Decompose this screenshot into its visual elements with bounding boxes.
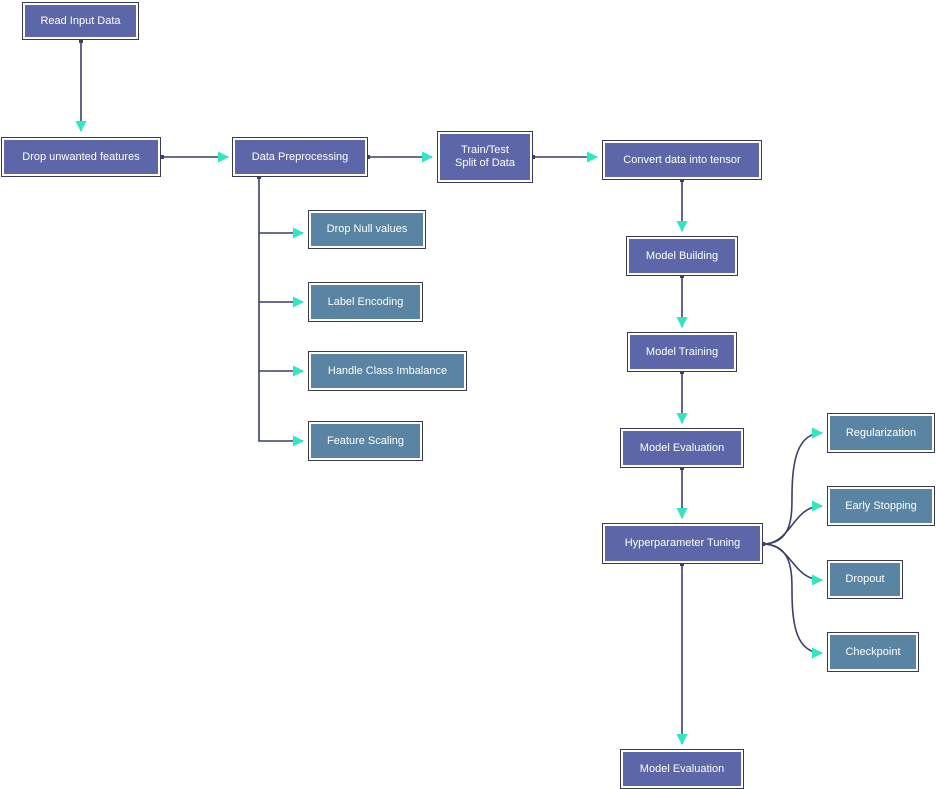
node-model-training[interactable]: Model Training bbox=[627, 332, 737, 372]
node-data-preprocessing[interactable]: Data Preprocessing bbox=[232, 137, 368, 177]
node-drop-unwanted-features[interactable]: Drop unwanted features bbox=[1, 137, 161, 177]
node-hyperparameter-tuning[interactable]: Hyperparameter Tuning bbox=[602, 523, 763, 564]
edge-tuning-to-early-stopping bbox=[762, 500, 824, 545]
edge-tuning-to-checkpoint bbox=[762, 543, 824, 659]
edge-preprocessing-to-class-imbalance bbox=[258, 302, 305, 377]
node-convert-data-into-tensor[interactable]: Convert data into tensor bbox=[602, 140, 762, 180]
node-checkpoint[interactable]: Checkpoint bbox=[827, 632, 919, 672]
edge-tuning-to-regularization bbox=[762, 427, 824, 545]
node-model-evaluation[interactable]: Model Evaluation bbox=[620, 428, 744, 468]
node-regularization[interactable]: Regularization bbox=[827, 413, 935, 453]
node-early-stopping[interactable]: Early Stopping bbox=[827, 486, 935, 526]
node-model-building[interactable]: Model Building bbox=[626, 236, 738, 276]
node-feature-scaling[interactable]: Feature Scaling bbox=[308, 421, 423, 461]
edge-preprocessing-to-label-encoding bbox=[258, 233, 305, 308]
edge-preprocessing-to-feature-scaling bbox=[258, 371, 305, 447]
edge-tuning-to-dropout bbox=[762, 543, 824, 586]
node-model-evaluation-final[interactable]: Model Evaluation bbox=[620, 749, 744, 789]
node-dropout[interactable]: Dropout bbox=[827, 560, 903, 599]
node-handle-class-imbalance[interactable]: Handle Class Imbalance bbox=[308, 351, 467, 391]
node-label-encoding[interactable]: Label Encoding bbox=[308, 282, 423, 322]
node-drop-null-values[interactable]: Drop Null values bbox=[308, 210, 426, 249]
node-read-input-data[interactable]: Read Input Data bbox=[22, 2, 139, 40]
node-train-test-split[interactable]: Train/Test Split of Data bbox=[437, 131, 533, 183]
edge-preprocessing-to-drop-null bbox=[258, 177, 305, 239]
